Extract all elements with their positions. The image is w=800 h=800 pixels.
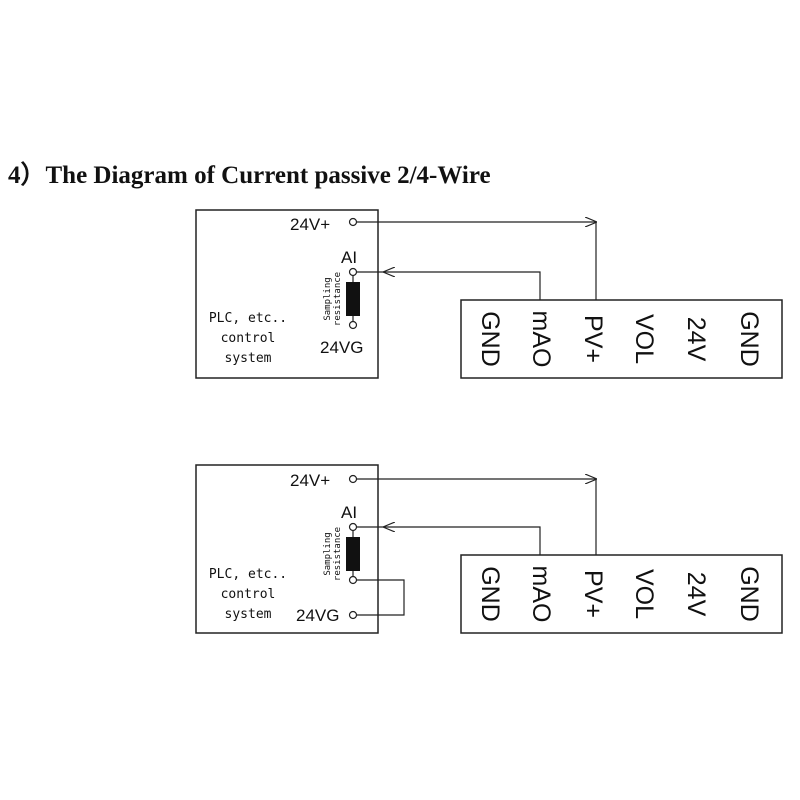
plc-box [195, 209, 379, 379]
terminal-label: mAO [527, 566, 555, 623]
sampling-resistor [346, 537, 360, 571]
resistor-label-2: resistance [333, 272, 343, 326]
terminal-label: 24V [682, 572, 710, 617]
terminal-label: PV+ [579, 570, 607, 618]
sampling-resistor [346, 282, 360, 316]
plc-desc-line-3: system [225, 607, 272, 622]
terminal-label: GND [735, 566, 763, 622]
resistor-label-1: Sampling [323, 277, 333, 320]
terminal-24v-plus [348, 474, 358, 484]
label-24v-plus: 24V+ [290, 215, 330, 234]
terminal-label: 24V [682, 317, 710, 362]
terminal-ai [348, 522, 358, 532]
terminal-label: VOL [630, 314, 658, 364]
diagram-2: 24V+ AI 24VG Sampling resistance PLC, et… [195, 464, 783, 634]
terminal-ai [348, 267, 358, 277]
terminal-label: VOL [630, 569, 658, 619]
resistor-label-1: Sampling [323, 532, 333, 575]
plc-box [195, 464, 379, 634]
terminal-label: PV+ [579, 315, 607, 363]
plc-desc-line-2: control [221, 587, 276, 602]
terminal-24vg [348, 320, 358, 330]
label-ai: AI [341, 503, 357, 522]
plc-desc-line-1: PLC, etc.. [209, 311, 287, 326]
resistor-label-2: resistance [333, 527, 343, 581]
page-title: 4）The Diagram of Current passive 2/4-Wir… [8, 160, 491, 189]
diagram-1: 24V+ AI 24VG Sampling resistance PLC, et… [195, 209, 783, 379]
wire-mao-to-ai [384, 272, 541, 300]
label-24vg: 24VG [296, 606, 339, 625]
transmitter-terminal-block [460, 554, 783, 634]
terminal-label: GND [735, 311, 763, 367]
terminal-label: GND [476, 566, 504, 622]
plc-desc-line-3: system [225, 351, 272, 366]
label-24vg: 24VG [320, 338, 363, 357]
plc-desc-line-1: PLC, etc.. [209, 567, 287, 582]
terminal-24vg [348, 610, 358, 620]
terminal-label: mAO [527, 311, 555, 368]
jumper-wire-24vg [353, 579, 405, 616]
terminal-24v-plus [348, 217, 358, 227]
transmitter-terminal-block [460, 299, 783, 379]
terminal-resistor-bottom [348, 575, 358, 585]
label-ai: AI [341, 248, 357, 267]
terminal-label: GND [476, 311, 504, 367]
plc-desc-line-2: control [221, 331, 276, 346]
wire-mao-to-ai [384, 527, 541, 555]
label-24v-plus: 24V+ [290, 471, 330, 490]
